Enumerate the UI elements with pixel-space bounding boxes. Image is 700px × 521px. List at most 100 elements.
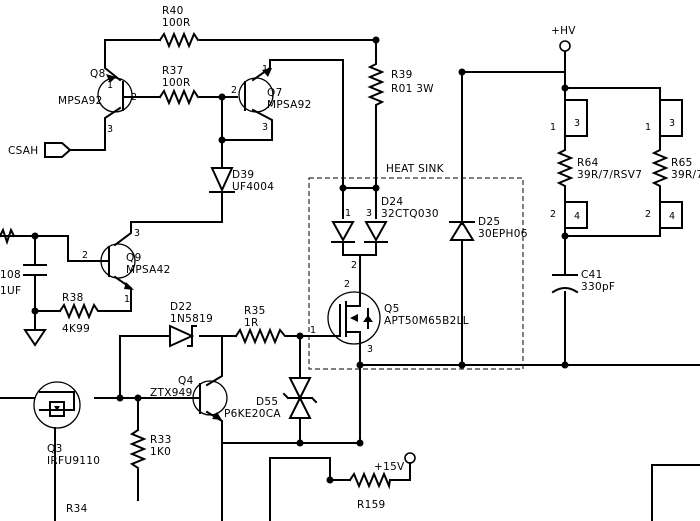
junction-dots [31, 36, 569, 484]
q9-ref: Q9 [126, 252, 142, 264]
q4-ref: Q4 [178, 375, 194, 387]
connector-csah: CSAH [8, 142, 72, 158]
svg-text:1: 1 [310, 325, 316, 336]
r65-value: 39R/7 [671, 169, 700, 181]
q7-type: MPSA92 [267, 99, 312, 111]
r37-value: 100R [162, 77, 191, 89]
diode-d24: D24 32CTQ030 1 3 2 [331, 196, 439, 271]
capacitor-108: 108 1UF [0, 264, 47, 297]
capacitor-c41: C41 330pF [551, 269, 615, 294]
svg-text:2: 2 [131, 92, 137, 103]
mosfet-q5: Q5 APT50M65B2LL 2 1 3 [310, 279, 469, 355]
svg-text:2: 2 [645, 209, 651, 220]
svg-text:1: 1 [107, 80, 113, 91]
resistor-stub-left [0, 227, 16, 246]
r39-ref: R39 [391, 69, 413, 81]
r159-ref: R159 [357, 499, 386, 511]
d39-type: UF4004 [232, 181, 274, 193]
q9-type: MPSA42 [126, 264, 171, 276]
r33-ref: R33 [150, 434, 172, 446]
q4-type: ZTX949 [150, 387, 193, 399]
svg-text:4: 4 [574, 211, 580, 222]
svg-text:3: 3 [366, 208, 372, 219]
q7-ref: Q7 [267, 87, 283, 99]
resistor-r40: R40 100R [158, 5, 200, 49]
svg-text:3: 3 [262, 122, 268, 133]
diode-d25: D25 30EPH06 [449, 216, 528, 241]
svg-text:1: 1 [550, 122, 556, 133]
q8-ref: Q8 [90, 68, 106, 80]
svg-text:1: 1 [124, 294, 130, 305]
svg-text:2: 2 [550, 209, 556, 220]
svg-text:3: 3 [574, 118, 580, 129]
wiring [0, 39, 700, 521]
transistor-q7: Q7 MPSA92 1 2 3 [231, 64, 312, 133]
diode-d39: D39 UF4004 [209, 167, 274, 193]
r40-ref: R40 [162, 5, 184, 17]
heatsink-outline: HEAT SINK [308, 163, 524, 370]
d25-ref: D25 [478, 216, 500, 228]
diode-d22: D22 1N5819 [169, 301, 213, 348]
svg-text:2: 2 [351, 260, 357, 271]
d24-ref: D24 [381, 196, 403, 208]
resistor-r33: R33 1K0 [129, 428, 172, 470]
q5-type: APT50M65B2LL [384, 315, 469, 327]
hv-label: +HV [551, 25, 576, 37]
svg-text:1: 1 [645, 122, 651, 133]
r35-value: 1R [244, 317, 259, 329]
c108-ref: 108 [0, 269, 21, 281]
svg-text:3: 3 [669, 118, 675, 129]
svg-text:3: 3 [134, 228, 140, 239]
svg-text:2: 2 [231, 85, 237, 96]
resistor-r39: R39 R01 3W [367, 57, 434, 109]
supply-hv: +HV [551, 25, 576, 52]
r64-value: 39R/7/RSV7 [577, 169, 642, 181]
q3-ref: Q3 [47, 443, 63, 455]
q8-type: MPSA92 [58, 95, 103, 107]
q3-type: IRFU9110 [47, 455, 100, 467]
d55-type: P6KE20CA [224, 408, 281, 420]
r34-ref: R34 [66, 503, 88, 515]
c108-value: 1UF [0, 285, 21, 297]
d39-ref: D39 [232, 169, 254, 181]
d22-ref: D22 [170, 301, 192, 313]
v15-label: +15V [374, 461, 405, 473]
mosfet-q3: Q3 IRFU9110 [19, 381, 100, 467]
resistor-r64: 1 3 2 4 R64 39R/7/RSV7 [550, 99, 642, 229]
r38-value: 4K99 [62, 323, 90, 335]
resistor-r34: R34 [66, 503, 88, 515]
resistor-r37: R37 100R [158, 65, 200, 106]
r39-value: R01 3W [391, 83, 434, 95]
ground-symbol [23, 329, 47, 347]
r35-ref: R35 [244, 305, 266, 317]
svg-text:2: 2 [82, 250, 88, 261]
transistor-q4: Q4 ZTX949 [150, 375, 228, 420]
q5-ref: Q5 [384, 303, 400, 315]
resistor-r35: R35 1R [234, 305, 291, 345]
d22-type: 1N5819 [170, 313, 213, 325]
d55-ref: D55 [256, 396, 278, 408]
r40-value: 100R [162, 17, 191, 29]
r37-ref: R37 [162, 65, 184, 77]
r65-ref: R65 [671, 157, 693, 169]
r64-ref: R64 [577, 157, 599, 169]
svg-text:2: 2 [344, 279, 350, 290]
transistor-q9: Q9 MPSA42 2 3 1 [82, 228, 171, 305]
c41-ref: C41 [581, 269, 603, 281]
d25-type: 30EPH06 [478, 228, 528, 240]
c41-value: 330pF [581, 281, 615, 293]
svg-text:1: 1 [345, 208, 351, 219]
svg-text:1: 1 [262, 64, 268, 75]
transistor-q8: Q8 MPSA92 1 2 3 [58, 68, 137, 135]
r33-value: 1K0 [150, 446, 171, 458]
svg-text:3: 3 [367, 344, 373, 355]
heatsink-label: HEAT SINK [386, 163, 445, 175]
svg-text:4: 4 [669, 211, 675, 222]
d24-type: 32CTQ030 [381, 208, 439, 220]
resistor-r38: R38 4K99 [58, 292, 121, 335]
resistor-r65: 1 3 2 4 R65 39R/7 [645, 99, 700, 229]
resistor-r159: R159 [348, 471, 392, 511]
supply-15v: +15V [374, 452, 416, 473]
tvs-diode-d55: D55 P6KE20CA [224, 377, 318, 420]
